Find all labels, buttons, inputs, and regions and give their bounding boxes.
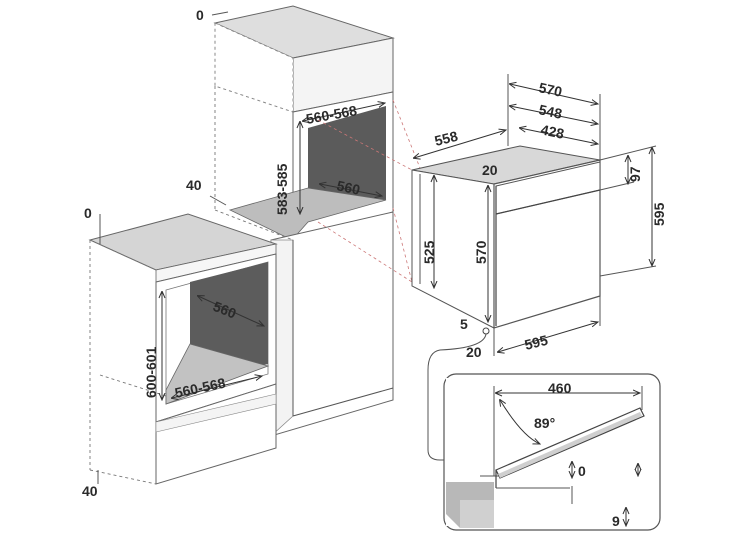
oven-side-20: 20: [466, 344, 482, 360]
detail-angle-arc: [500, 400, 540, 444]
detail-base-shade-2: [460, 500, 494, 528]
oven-depth-428: 428: [539, 121, 565, 142]
oven-top-offset: 20: [482, 162, 498, 178]
oven-ext-panel: [599, 181, 635, 191]
under-counter-width-arrow: [172, 376, 262, 398]
column-width-arrow: [303, 103, 385, 121]
detail-cabinet-upper: [446, 378, 470, 470]
detail-angle: 89°: [534, 415, 555, 431]
detail-door-depth: 460: [548, 380, 572, 396]
detail-leader-line: [427, 333, 487, 461]
under-counter-unit: 0 40 560 560-568 600-601: [82, 205, 278, 499]
oven-panel-97: 97: [627, 166, 643, 182]
connector-3: [317, 221, 413, 283]
column-niche-depth: 560: [335, 177, 361, 198]
under-counter-niche-height: 600-601: [143, 346, 159, 398]
column-top-gap: 0: [196, 7, 204, 23]
under-counter-top-gap: 0: [84, 205, 92, 221]
detail-door-edge: [498, 412, 642, 478]
under-counter-bottom-gap: 40: [82, 483, 98, 499]
oven-depth-558: 558: [433, 128, 460, 149]
oven-ext-bottom: [599, 265, 657, 277]
column-dash-floor: [214, 209, 294, 241]
depth-570-arrow: [510, 84, 598, 104]
depth-548-arrow: [510, 106, 598, 124]
column-niche-floor: [228, 187, 387, 241]
under-counter-plinth-strip: [155, 393, 277, 433]
detail-bottom-gap: 9: [612, 513, 620, 529]
detail-top-gap: 0: [578, 463, 586, 479]
column-bottom-gap-tick: [209, 195, 227, 206]
oven-width-595: 595: [523, 332, 550, 353]
oven-depth-570: 570: [537, 79, 563, 100]
column-bottom-gap: 40: [186, 177, 202, 193]
oven-height-525: 525: [421, 240, 437, 264]
oven-height-595: 595: [651, 202, 667, 226]
column-base-line: [292, 387, 394, 417]
under-counter-depth-arrow: [198, 296, 264, 326]
detail-marker-circle: [482, 327, 490, 335]
column-niche-height: 583-585: [274, 163, 290, 215]
connector-4: [392, 207, 413, 283]
depth-558-arrow: [414, 130, 506, 158]
column-depth-arrow: [320, 184, 382, 196]
width-595-arrow: [498, 322, 598, 352]
oven-panel-line: [495, 189, 601, 215]
oven-depth-548: 548: [537, 101, 563, 122]
door-detail: 460 89° 0 9: [443, 373, 661, 531]
column-top-gap-tick: [211, 11, 229, 16]
oven-side-5: 5: [460, 316, 468, 332]
under-counter-dash-base: [89, 469, 157, 485]
under-counter-dash-top: [89, 239, 157, 271]
oven: 570 548 428 558 20 97 595 525 570 595 5 …: [411, 74, 667, 461]
oven-height-570: 570: [473, 240, 489, 264]
oven-ext-top: [599, 145, 657, 161]
depth-428-arrow: [520, 128, 598, 144]
